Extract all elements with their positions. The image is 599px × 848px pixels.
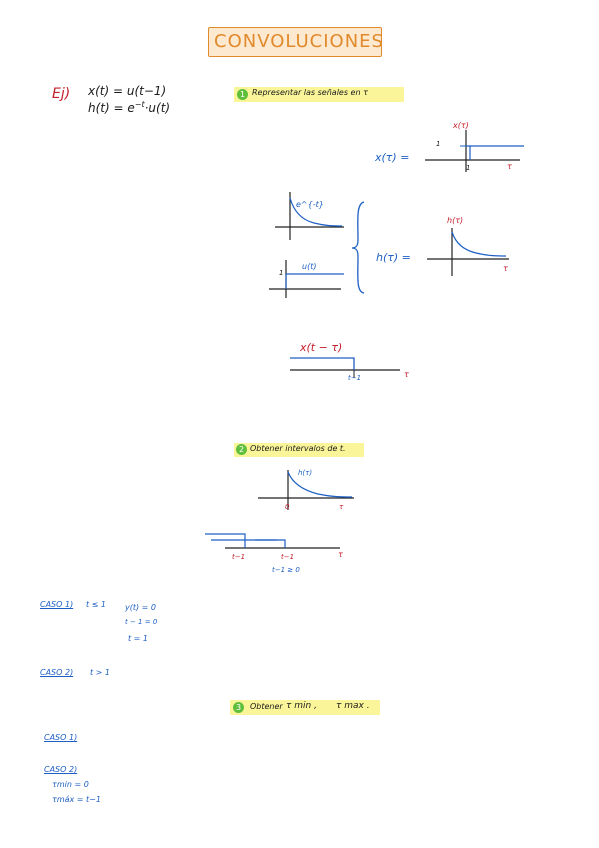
example-line-1: x(t) = u(t−1) [88, 84, 167, 98]
caso1-line-1: y(t) = 0 [125, 603, 156, 612]
fig-int-cond: t−1 ≥ 0 [272, 566, 300, 574]
caso1-label: CASO 1) [40, 600, 74, 609]
fig-x-one: 1 [436, 140, 441, 148]
step3-highlight [230, 700, 380, 715]
title-box [208, 27, 382, 57]
fig-h-plot [427, 228, 509, 276]
fig-u-plot [269, 260, 344, 298]
caso1-line-2: t − 1 = 0 [125, 618, 158, 626]
fig-int-axis: τ [338, 550, 343, 559]
caso2b-line-2: τmáx = t−1 [52, 795, 101, 804]
step1-number: 1 [237, 89, 248, 100]
example-label: Ej) [52, 86, 71, 102]
page-title: CONVOLUCIONES [214, 31, 384, 52]
fig-x-label: x(τ) [453, 121, 469, 130]
brace-icon [351, 201, 365, 294]
fig-h2-plot [258, 470, 354, 510]
fig-exp-plot [275, 192, 344, 240]
fig-h-lhs: h(τ) = [376, 251, 411, 264]
fig-u-one: 1 [279, 269, 284, 277]
fig-h-label: h(τ) [447, 216, 464, 225]
caso2-cond: t > 1 [90, 668, 111, 677]
step2-text: Obtener intervalos de t. [250, 444, 346, 453]
fig-h2-axis: τ [339, 503, 344, 511]
fig-shift-tick: t−1 [348, 374, 362, 382]
fig-x-tick: 1 [466, 164, 471, 172]
step3-number: 3 [233, 702, 244, 713]
fig-shift-label: x(t − τ) [300, 341, 343, 354]
fig-shift-axis: τ [404, 370, 409, 379]
fig-shift-plot [290, 357, 400, 378]
step2-number: 2 [236, 444, 247, 455]
fig-exp-label: e^{-t} [296, 200, 324, 209]
caso1-cond: t ≤ 1 [86, 600, 107, 609]
caso1-line-3: t = 1 [128, 634, 149, 643]
caso2b-line-1: τmin = 0 [52, 780, 89, 789]
fig-int-tick-a: t−1 [232, 553, 246, 561]
step2-highlight [234, 443, 364, 457]
step1-highlight [234, 87, 404, 102]
step1-text: Representar las señales en τ [252, 88, 368, 97]
fig-h2-label: h(τ) [298, 469, 313, 477]
fig-int-tick-b: t−1 [281, 553, 295, 561]
fig-h2-origin: 0 [285, 503, 290, 511]
fig-x-step-plot [425, 130, 524, 172]
step3-text: Obtener [250, 702, 283, 711]
caso2b-label: CASO 2) [44, 765, 78, 774]
step3-tmin: τ min , [286, 701, 317, 711]
caso2-label: CASO 2) [40, 668, 74, 677]
fig-interval-plot [205, 533, 340, 549]
step3-tmax: τ max . [336, 701, 370, 711]
fig-h-axis: τ [503, 264, 508, 273]
example-line-2: h(t) = e−t·u(t) [88, 100, 171, 115]
fig-x-lhs: x(τ) = [375, 151, 410, 164]
fig-x-axis: τ [507, 162, 512, 171]
caso1b-label: CASO 1) [44, 733, 78, 742]
fig-u-label: u(t) [302, 262, 317, 271]
